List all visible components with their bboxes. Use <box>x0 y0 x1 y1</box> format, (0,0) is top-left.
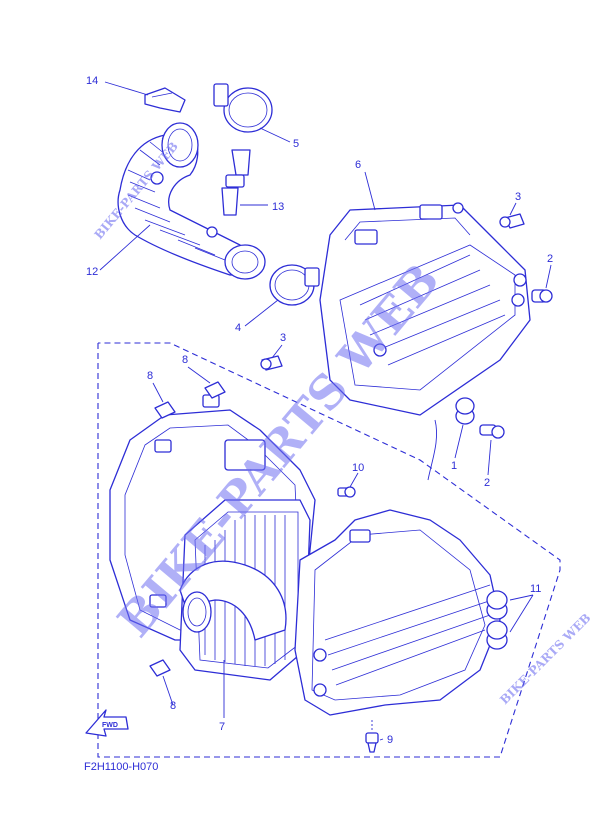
callout-8-right: 8 <box>182 354 188 366</box>
fwd-label: FWD <box>102 722 118 729</box>
fwd-arrow-icon: FWD <box>85 709 129 737</box>
airbox-cover-lower <box>294 509 501 716</box>
airbox-cover-upper <box>319 202 531 416</box>
stud-line <box>427 419 438 481</box>
bolt-2-upper <box>531 289 553 303</box>
callout-13: 13 <box>272 201 284 213</box>
callout-5: 5 <box>293 138 299 150</box>
watermark-lower-right: BIKE-PARTS WEB <box>497 611 593 707</box>
diagram-code: F2H1100-H070 <box>84 761 158 773</box>
callout-4: 4 <box>235 322 241 334</box>
callout-6: 6 <box>355 159 361 171</box>
callout-3-upper: 3 <box>515 191 521 203</box>
callout-7: 7 <box>219 721 225 733</box>
callout-1: 1 <box>451 460 457 472</box>
air-filter-element <box>179 499 311 681</box>
bolt-3-upper <box>499 213 525 229</box>
clamp-lower <box>269 264 320 306</box>
clip-8-right <box>204 381 226 399</box>
clip-8-left <box>154 401 176 419</box>
drain-9 <box>365 720 379 753</box>
grommets-11 <box>486 590 508 650</box>
callout-12: 12 <box>86 266 98 278</box>
callout-14: 14 <box>86 75 98 87</box>
callout-3-middle: 3 <box>280 332 286 344</box>
grommet-1 <box>455 397 475 425</box>
callout-8-bottom: 8 <box>170 700 176 712</box>
intake-hose <box>117 122 266 280</box>
callout-2-upper: 2 <box>547 253 553 265</box>
callout-11: 11 <box>530 583 541 595</box>
clamp-upper <box>213 83 273 133</box>
collar-2 <box>479 424 505 439</box>
clip-8-bottom <box>149 659 171 677</box>
callout-9: 9 <box>387 734 393 746</box>
bolt-3-middle <box>260 355 283 371</box>
callout-2-lower: 2 <box>484 477 490 489</box>
callout-10: 10 <box>352 462 364 474</box>
callout-labels: 14 5 13 12 4 6 3 2 3 1 2 8 8 10 11 8 7 9 <box>86 75 553 746</box>
breather-fitting <box>221 149 251 216</box>
bolt-10 <box>337 486 356 498</box>
leader-lines <box>99 81 552 741</box>
callout-8-left: 8 <box>147 370 153 382</box>
assembly-boundary <box>97 342 561 758</box>
clip-part <box>144 87 186 113</box>
